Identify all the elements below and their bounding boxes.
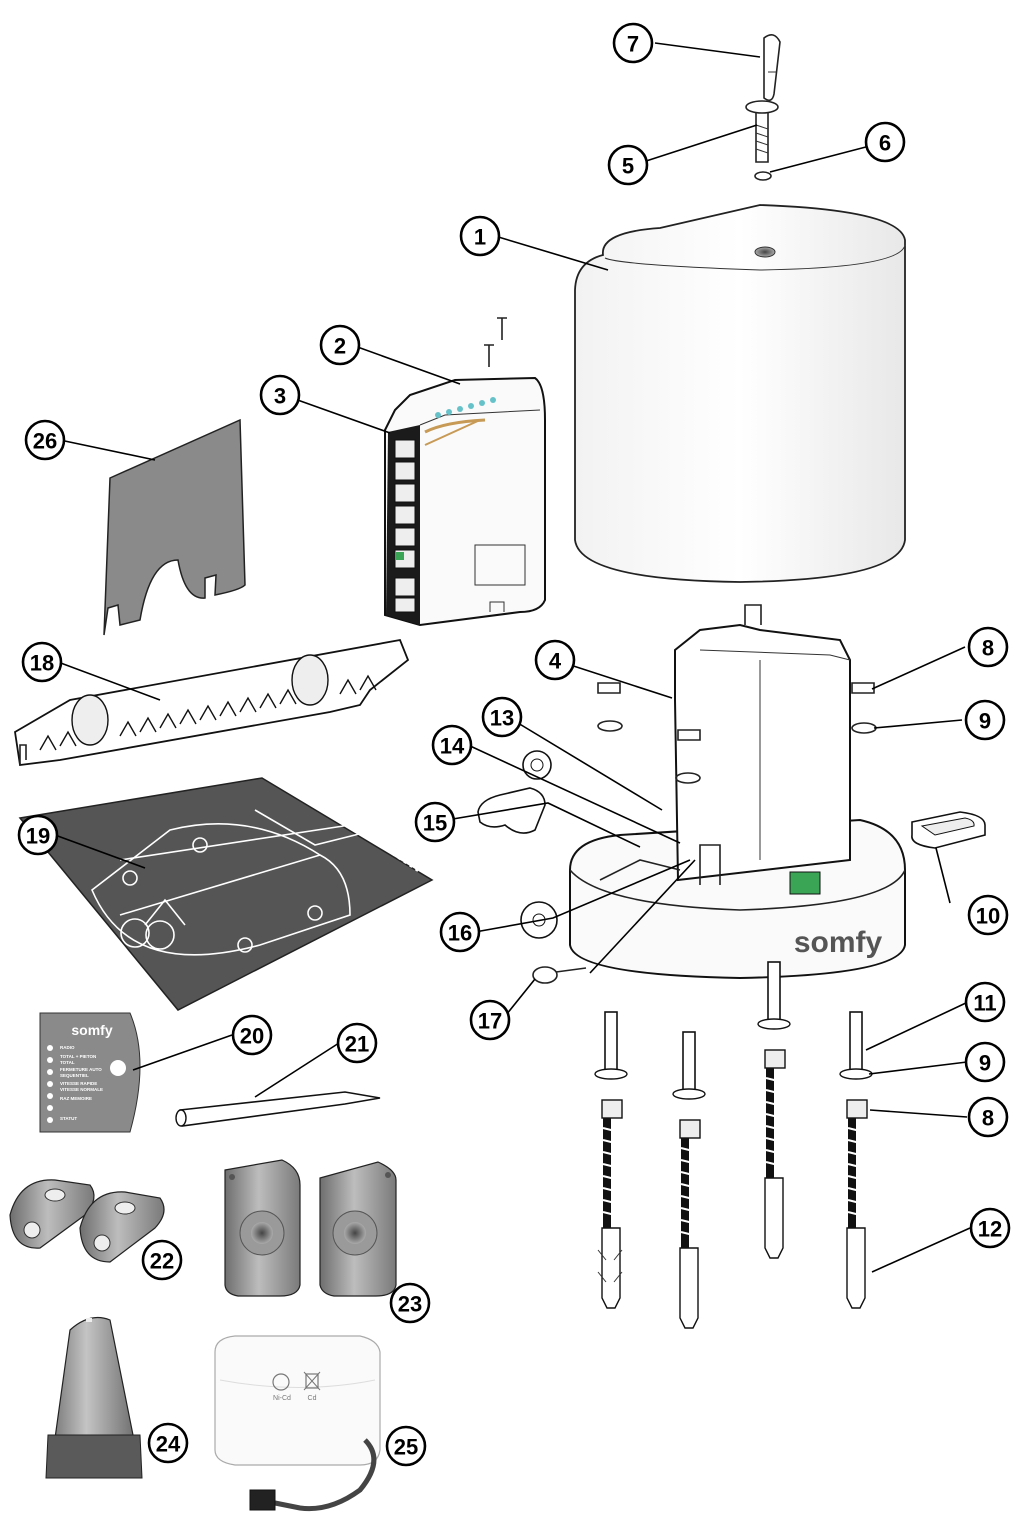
label-item-radio: RADIO	[60, 1045, 75, 1050]
callout-label-25: 25	[394, 1435, 418, 1460]
callout-label-18: 18	[30, 651, 54, 676]
crossed-bin-icon	[305, 1373, 319, 1389]
cover-panel-part	[103, 418, 246, 636]
photocells-part	[224, 1159, 397, 1297]
callout-circle-8	[967, 626, 1009, 668]
callout-circle-1	[459, 215, 501, 257]
callout-circle-19	[17, 814, 59, 856]
callout-label-12: 12	[978, 1217, 1002, 1242]
callout-circle-25	[385, 1425, 427, 1467]
label-item-vitesse-normale: VITESSE NORMALE	[60, 1087, 103, 1092]
callout-label-7: 7	[627, 32, 639, 57]
label-item-total: TOTAL	[60, 1060, 75, 1065]
callout-label-26: 26	[33, 429, 57, 454]
callout-label-19: 19	[26, 824, 50, 849]
callout-circle-4	[534, 639, 576, 681]
fixing-template-part	[18, 777, 434, 1011]
brand-logo: somfy	[794, 926, 883, 959]
label-item-sequentiel: SEQUENTIEL	[60, 1073, 89, 1078]
callout-circle-26	[24, 419, 66, 461]
callout-circle-9	[964, 1041, 1006, 1083]
label-item-fermeture-auto: FERMETURE AUTO	[60, 1067, 102, 1072]
callout-circle-3	[259, 374, 301, 416]
callout-circle-5	[607, 144, 649, 186]
callout-circle-20	[231, 1014, 273, 1056]
callout-circle-22	[141, 1239, 183, 1281]
callout-circle-17	[469, 999, 511, 1041]
control-board-part	[384, 376, 546, 627]
callout-label-10: 10	[976, 904, 1000, 929]
callout-circle-21	[336, 1022, 378, 1064]
cable-clamp-part	[477, 787, 546, 834]
callout-label-17: 17	[478, 1009, 502, 1034]
callout-label-4: 4	[549, 649, 562, 674]
callout-label-9: 9	[979, 709, 991, 734]
callout-label-15: 15	[423, 811, 447, 836]
label-item-total-pieton: TOTAL + PIETON	[60, 1054, 96, 1059]
grommet-part	[911, 811, 986, 849]
callout-circle-9	[964, 699, 1006, 741]
battery-label-cd: Cd	[308, 1395, 317, 1402]
callout-circle-7	[612, 22, 654, 64]
callout-label-3: 3	[274, 384, 286, 409]
callout-circle-11	[964, 981, 1006, 1023]
battery-pack-part: Ni-Cd Cd	[214, 1335, 381, 1512]
warning-light-part	[45, 1317, 143, 1479]
callout-circle-12	[969, 1207, 1011, 1249]
label-item-raz-memoire: RAZ MEMOIRE	[60, 1096, 92, 1101]
o-ring-part	[754, 171, 772, 181]
callout-circle-8	[967, 1096, 1009, 1138]
key-part	[763, 34, 781, 102]
callout-label-21: 21	[345, 1032, 369, 1057]
battery-label-nicd: Ni-Cd	[273, 1395, 291, 1402]
callout-circle-23	[389, 1282, 431, 1324]
label-brand-logo: somfy	[71, 1022, 112, 1038]
leader-lines	[54, 42, 971, 1273]
callout-label-2: 2	[334, 334, 346, 359]
ring-terminal-part	[532, 966, 587, 984]
callout-label-6: 6	[879, 131, 891, 156]
recycle-icon	[272, 1373, 290, 1391]
motor-cover-part	[574, 204, 906, 583]
board-screws-part	[484, 317, 507, 367]
callout-circle-10	[967, 894, 1009, 936]
callout-circle-13	[481, 696, 523, 738]
motor-unit-part: somfy	[569, 604, 906, 980]
lock-screw-part	[745, 100, 779, 163]
callout-circle-16	[439, 911, 481, 953]
callout-label-20: 20	[240, 1024, 264, 1049]
screwdriver-part	[175, 1091, 381, 1127]
callout-circle-24	[147, 1422, 189, 1464]
callout-label-16: 16	[448, 921, 472, 946]
callout-circle-6	[864, 121, 906, 163]
callout-label-9: 9	[979, 1051, 991, 1076]
remote-controls-part	[9, 1179, 165, 1263]
callout-circle-15	[414, 801, 456, 843]
callout-label-8: 8	[982, 1106, 994, 1131]
control-label-part: somfy RADIO TOTAL + PIETON TOTAL FERMETU…	[39, 1012, 141, 1133]
callout-label-13: 13	[490, 706, 514, 731]
callout-circle-2	[319, 324, 361, 366]
callout-label-23: 23	[398, 1292, 422, 1317]
nuts-washers-part	[597, 682, 877, 784]
callout-label-14: 14	[440, 734, 465, 759]
label-item-vitesse-rapide: VITESSE RAPIDE	[60, 1081, 97, 1086]
callout-label-1: 1	[474, 225, 486, 250]
label-item-statut: STATUT	[60, 1116, 77, 1121]
callout-label-22: 22	[150, 1249, 174, 1274]
callout-label-8: 8	[982, 636, 994, 661]
rack-part	[14, 638, 410, 767]
anchor-bolts-part	[594, 961, 873, 1329]
callout-label-24: 24	[156, 1432, 181, 1457]
callout-circle-14	[431, 724, 473, 766]
callout-circle-18	[21, 641, 63, 683]
callout-label-11: 11	[973, 991, 996, 1016]
callout-label-5: 5	[622, 154, 634, 179]
